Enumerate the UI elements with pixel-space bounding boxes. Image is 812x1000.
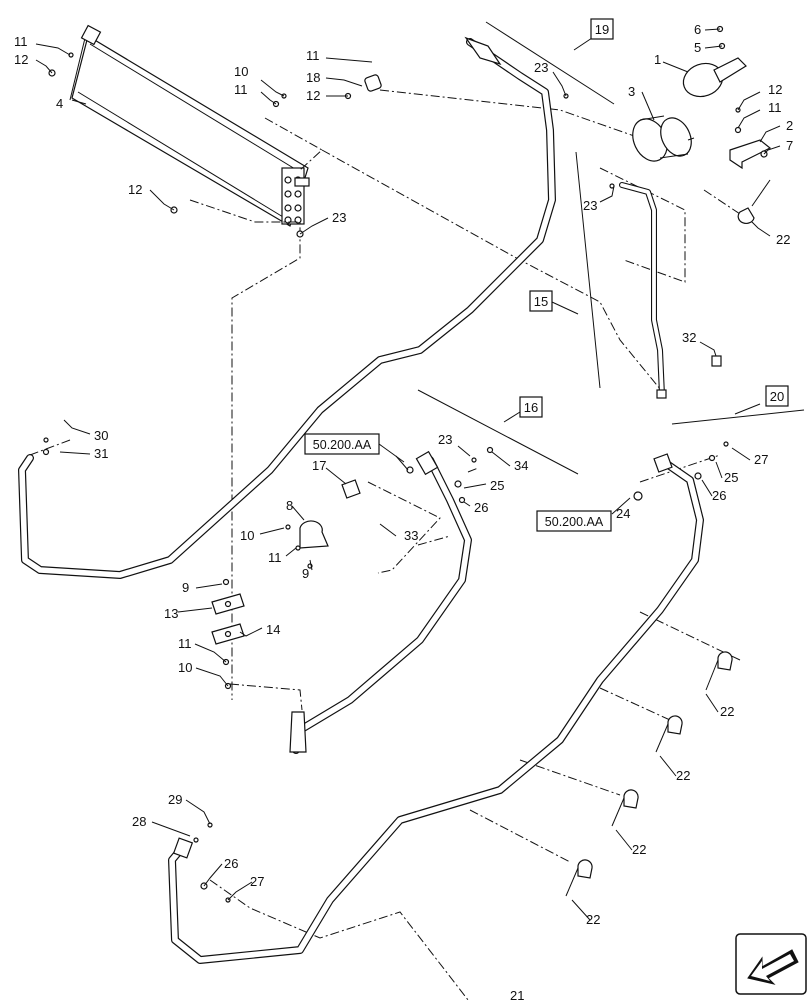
svg-text:12: 12 bbox=[768, 82, 782, 97]
svg-text:24: 24 bbox=[616, 506, 630, 521]
svg-text:19: 19 bbox=[595, 22, 609, 37]
hose-assembly-19[interactable] bbox=[18, 36, 556, 579]
svg-text:26: 26 bbox=[474, 500, 488, 515]
group-bracket-20 bbox=[671, 403, 805, 425]
svg-text:22: 22 bbox=[720, 704, 734, 719]
svg-text:34: 34 bbox=[514, 458, 528, 473]
svg-text:22: 22 bbox=[586, 912, 600, 927]
svg-text:18: 18 bbox=[306, 70, 320, 85]
group-bracket-16 bbox=[417, 389, 579, 475]
fitting-17[interactable] bbox=[341, 479, 361, 499]
svg-text:20: 20 bbox=[770, 389, 784, 404]
assembly-centerlines bbox=[29, 89, 753, 1000]
condenser-header-fittings bbox=[281, 167, 310, 225]
bracket-13[interactable] bbox=[211, 593, 245, 615]
svg-text:11: 11 bbox=[306, 48, 320, 63]
condenser-core[interactable] bbox=[69, 24, 310, 227]
svg-text:7: 7 bbox=[786, 138, 793, 153]
hose-clip-22a[interactable] bbox=[737, 179, 771, 225]
svg-text:1: 1 bbox=[654, 52, 661, 67]
group-bracket-15 bbox=[551, 151, 601, 389]
hose-assembly-20[interactable] bbox=[168, 453, 704, 964]
svg-text:22: 22 bbox=[676, 768, 690, 783]
svg-text:12: 12 bbox=[128, 182, 142, 197]
reference-box-left[interactable]: 50.200.AA bbox=[304, 433, 405, 463]
svg-text:15: 15 bbox=[534, 294, 548, 309]
svg-text:26: 26 bbox=[712, 488, 726, 503]
svg-text:22: 22 bbox=[632, 842, 646, 857]
svg-text:11: 11 bbox=[768, 100, 782, 115]
svg-text:32: 32 bbox=[682, 330, 696, 345]
svg-text:26: 26 bbox=[224, 856, 238, 871]
svg-text:3: 3 bbox=[628, 84, 635, 99]
hose-clip-22d[interactable] bbox=[611, 789, 639, 827]
svg-text:30: 30 bbox=[94, 428, 108, 443]
svg-text:21: 21 bbox=[510, 988, 524, 1000]
group-label-16: 16 bbox=[519, 396, 543, 418]
svg-text:6: 6 bbox=[694, 22, 701, 37]
callout-numbers: 11 12 4 10 11 11 18 12 12 23 23 23 1 3 6… bbox=[14, 22, 793, 1000]
svg-text:14: 14 bbox=[266, 622, 280, 637]
svg-text:22: 22 bbox=[776, 232, 790, 247]
svg-text:23: 23 bbox=[583, 198, 597, 213]
svg-text:8: 8 bbox=[286, 498, 293, 513]
svg-text:17: 17 bbox=[312, 458, 326, 473]
svg-text:11: 11 bbox=[268, 550, 282, 565]
cap-32[interactable] bbox=[711, 355, 722, 367]
fitting-18[interactable] bbox=[364, 74, 382, 92]
svg-text:16: 16 bbox=[524, 400, 538, 415]
hose-clamp-8[interactable] bbox=[299, 520, 329, 549]
hose-clip-22e[interactable] bbox=[565, 859, 593, 897]
group-label-19: 19 bbox=[590, 18, 614, 40]
svg-text:25: 25 bbox=[490, 478, 504, 493]
hose-clip-22c[interactable] bbox=[655, 715, 683, 753]
receiver-dryer[interactable] bbox=[626, 113, 697, 167]
svg-text:10: 10 bbox=[234, 64, 248, 79]
svg-text:50.200.AA: 50.200.AA bbox=[545, 515, 604, 529]
reference-box-right[interactable]: 50.200.AA bbox=[536, 510, 612, 532]
hose-clip-22b[interactable] bbox=[705, 651, 733, 691]
svg-text:10: 10 bbox=[178, 660, 192, 675]
svg-text:28: 28 bbox=[132, 814, 146, 829]
svg-text:13: 13 bbox=[164, 606, 178, 621]
svg-text:11: 11 bbox=[234, 82, 248, 97]
svg-text:12: 12 bbox=[306, 88, 320, 103]
direction-arrow-icon[interactable] bbox=[735, 933, 807, 995]
svg-text:27: 27 bbox=[754, 452, 768, 467]
svg-text:23: 23 bbox=[534, 60, 548, 75]
dryer-clamp[interactable] bbox=[679, 57, 747, 102]
svg-text:9: 9 bbox=[182, 580, 189, 595]
mounting-bracket[interactable] bbox=[729, 139, 772, 170]
svg-text:9: 9 bbox=[302, 566, 309, 581]
line-assembly-15[interactable] bbox=[619, 182, 667, 399]
svg-text:31: 31 bbox=[94, 446, 108, 461]
svg-text:25: 25 bbox=[724, 470, 738, 485]
bracket-14[interactable] bbox=[211, 623, 245, 645]
svg-text:10: 10 bbox=[240, 528, 254, 543]
group-label-15: 15 bbox=[529, 290, 553, 312]
svg-text:11: 11 bbox=[14, 34, 28, 49]
hose-assembly-16[interactable] bbox=[289, 450, 472, 754]
svg-text:27: 27 bbox=[250, 874, 264, 889]
svg-text:2: 2 bbox=[786, 118, 793, 133]
svg-text:12: 12 bbox=[14, 52, 28, 67]
svg-text:4: 4 bbox=[56, 96, 63, 111]
svg-text:33: 33 bbox=[404, 528, 418, 543]
svg-text:29: 29 bbox=[168, 792, 182, 807]
svg-text:23: 23 bbox=[438, 432, 452, 447]
group-label-20: 20 bbox=[765, 385, 789, 407]
svg-text:5: 5 bbox=[694, 40, 701, 55]
svg-text:11: 11 bbox=[178, 636, 192, 651]
svg-text:23: 23 bbox=[332, 210, 346, 225]
leader-lines bbox=[35, 28, 781, 921]
group-bracket-19 bbox=[485, 21, 615, 105]
svg-text:50.200.AA: 50.200.AA bbox=[313, 438, 372, 452]
